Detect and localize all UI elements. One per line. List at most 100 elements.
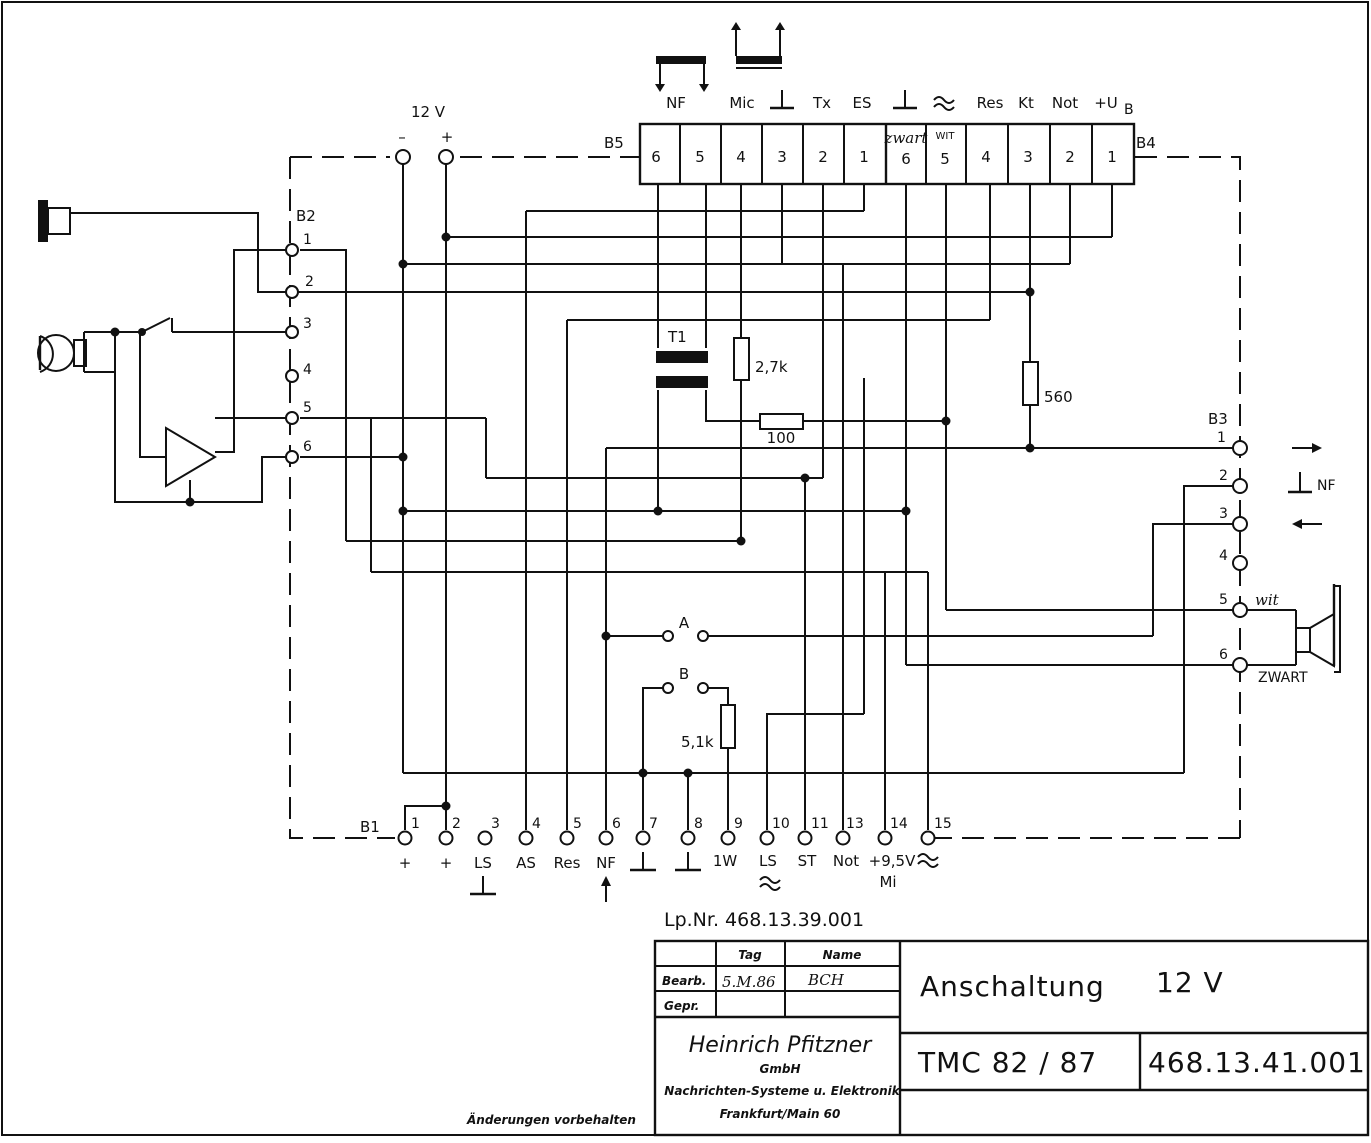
b1-signal-label: 1W <box>713 852 738 870</box>
b1-pin-number: 9 <box>734 816 743 832</box>
b4-pin-label: 5 <box>940 150 950 168</box>
b5-pin-label: 3 <box>777 148 787 166</box>
ac-symbol-icon <box>759 876 781 891</box>
speaker-icon <box>1295 584 1341 673</box>
transformer-label: T1 <box>667 328 687 346</box>
b5-pin-label: 4 <box>736 148 746 166</box>
b2-pin-label: 4 <box>303 362 312 378</box>
b3-note-nf: NF <box>1317 478 1336 494</box>
connector-label-b5: B5 <box>604 134 624 152</box>
b1-signal-label: LS <box>474 854 492 872</box>
b1-pin-number: 15 <box>934 816 952 832</box>
top-label: ES <box>853 94 872 112</box>
b1-signal-label: NF <box>596 854 616 872</box>
connector-label-b3: B3 <box>1208 410 1228 428</box>
b5-pin-label: 2 <box>818 148 828 166</box>
b1-pin-number: 8 <box>694 816 703 832</box>
resistor-2k7-label: 2,7k <box>755 358 788 376</box>
b4-pin-label: 4 <box>981 148 991 166</box>
resistor-5k1 <box>720 704 736 749</box>
ac-symbol-icon <box>917 853 939 868</box>
contact-a-label: A <box>679 614 690 632</box>
resistor-100 <box>759 413 804 430</box>
amplifier-icon <box>165 426 217 488</box>
tb-drawing-number: 468.13.41.001 <box>1148 1046 1366 1079</box>
b5-pin-label: 1 <box>859 148 869 166</box>
bus-arrow-up-icon <box>731 22 785 69</box>
tb-bearb-name: BCH <box>807 971 845 989</box>
b1-pin-number: 13 <box>846 816 864 832</box>
b1-pin-number: 14 <box>890 816 908 832</box>
changes-note: Änderungen vorbehalten <box>466 1112 636 1127</box>
junction-dots <box>110 232 1035 811</box>
b4-pin-label: 2 <box>1065 148 1075 166</box>
top-label-subscript: B <box>1124 102 1134 118</box>
b2-pin-label: 1 <box>303 232 312 248</box>
terminal-strip-b5-b4 <box>638 122 1136 186</box>
tb-company-line: Nachrichten-Systeme u. Elektronik <box>664 1084 900 1098</box>
b3-pin-label: 6 <box>1219 647 1228 663</box>
b2-pin-label: 2 <box>305 274 314 290</box>
resistor-100-label: 100 <box>767 429 796 447</box>
bus-arrow-down-icon <box>655 56 709 92</box>
supply-label: 12 V <box>411 103 446 121</box>
wiring <box>70 164 1297 830</box>
tb-model: TMC 82 / 87 <box>917 1046 1097 1079</box>
b2-terminals <box>285 243 299 464</box>
top-label: Mic <box>729 94 754 112</box>
b3-terminals <box>1232 440 1248 673</box>
connector-label-b1: B1 <box>360 818 380 836</box>
supply-terminals <box>395 149 454 165</box>
resistor-560-label: 560 <box>1044 388 1073 406</box>
b5-pin-label: 5 <box>695 148 705 166</box>
supply-plus-label: + <box>441 128 454 146</box>
b1-signal-label: +9,5V <box>869 852 916 870</box>
top-label: Not <box>1052 94 1078 112</box>
arrow-up-icon <box>601 876 611 902</box>
microphone-icon <box>37 332 87 373</box>
b4-pin-label: 1 <box>1107 148 1117 166</box>
resistor-2k7 <box>733 337 750 381</box>
title-block <box>653 939 1370 1137</box>
b5-pin-labels: 6 5 4 3 2 1 <box>651 148 869 166</box>
b1-pin-number: 7 <box>649 816 658 832</box>
b3-note-wit: wit <box>1255 591 1280 609</box>
b1-pin-number: 11 <box>811 816 829 832</box>
tb-company-name: Heinrich Pfitzner <box>689 1033 873 1058</box>
ac-symbol-icon <box>933 96 955 111</box>
top-label: Kt <box>1018 94 1034 112</box>
arrow-left-icon <box>1292 519 1322 529</box>
tb-title: Anschaltung <box>920 970 1105 1003</box>
ground-icon <box>1288 472 1312 494</box>
b1-signal-label: AS <box>516 854 536 872</box>
connector-label-b4: B4 <box>1136 134 1156 152</box>
ground-icon <box>893 90 917 110</box>
top-label: Res <box>977 94 1004 112</box>
b4-pin-label: 6 <box>901 150 911 168</box>
connector-label-b2: B2 <box>296 207 316 225</box>
b1-pin-number: 5 <box>573 816 582 832</box>
ground-icon <box>675 852 701 872</box>
b3-note-zwart: ZWART <box>1258 670 1308 686</box>
resistor-5k1-label: 5,1k <box>681 733 714 751</box>
b3-pin-label: 1 <box>1217 430 1226 446</box>
tb-row-bearb: Bearb. <box>662 974 706 988</box>
b4-pin-note: WIT <box>936 131 956 142</box>
tb-row-gepr: Gepr. <box>664 999 699 1013</box>
handset-earpiece-icon <box>38 200 71 242</box>
tb-company-form: GmbH <box>760 1062 801 1076</box>
ground-icon <box>630 852 656 872</box>
b1-pin-number: 4 <box>532 816 541 832</box>
ptt-switch-icon <box>138 317 173 336</box>
b1-pin-number: 2 <box>452 816 461 832</box>
b1-signal-label: LS <box>759 852 777 870</box>
b1-signal-label: + <box>440 854 453 872</box>
contact-b <box>662 682 709 694</box>
b1-signal-label: Not <box>833 852 859 870</box>
b1-signal-labels: + + LS AS Res NF 1W LS ST Not +9,5V Mi <box>399 852 916 891</box>
contact-a <box>662 630 709 642</box>
contact-b-label: B <box>679 665 689 683</box>
top-label: +U <box>1094 94 1118 112</box>
b1-signal-label: + <box>399 854 412 872</box>
